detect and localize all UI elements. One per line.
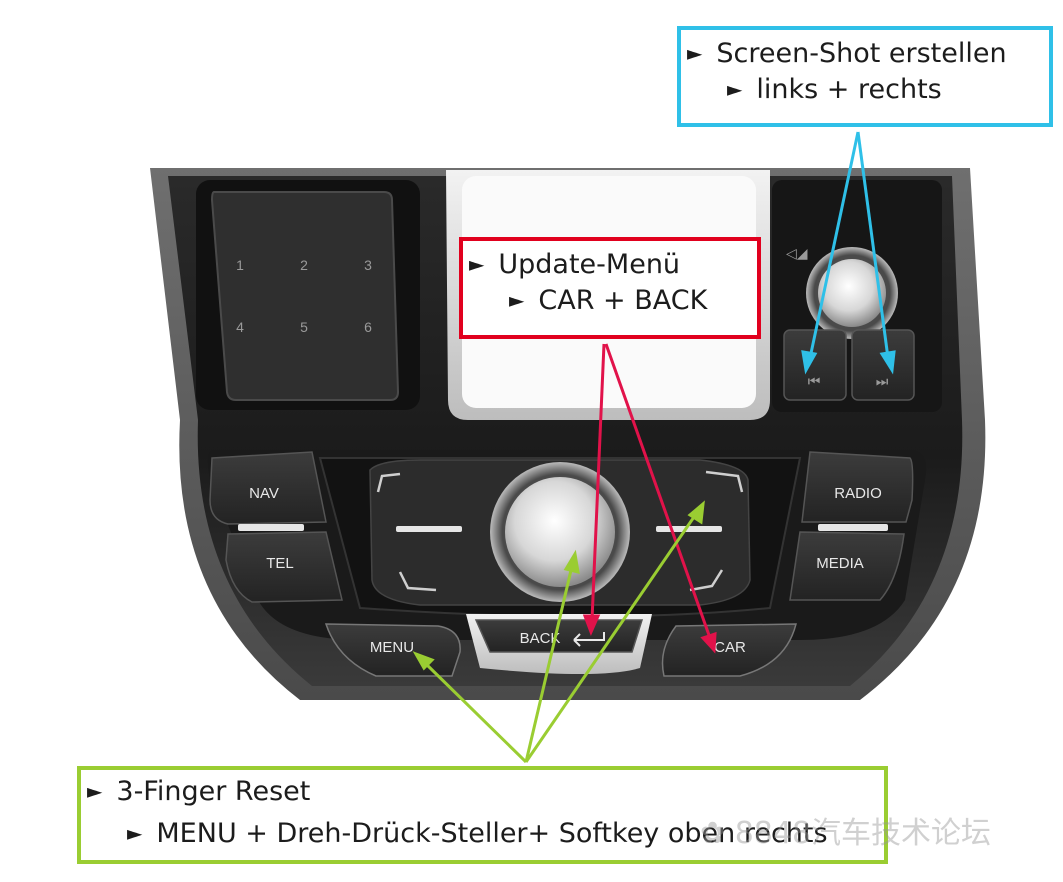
- softkey-top-left[interactable]: [376, 472, 401, 493]
- reset-arrows: [412, 500, 705, 764]
- media-button[interactable]: [789, 531, 905, 601]
- menu-label: MENU: [370, 639, 414, 656]
- callout-screenshot: ►Screen-Shot erstellen ►links + rechts: [677, 26, 1053, 127]
- keypad-digit-2: 2: [300, 257, 308, 273]
- touchpad-digits: 1 2 3 4 5 6: [236, 257, 372, 335]
- screenshot-arrows: [801, 131, 896, 375]
- tel-button[interactable]: [225, 531, 343, 603]
- softkey-bottom-right[interactable]: [689, 569, 724, 592]
- softkey-right-bar: [656, 526, 722, 532]
- keypad-digit-3: 3: [364, 257, 372, 273]
- car-label: CAR: [714, 639, 746, 656]
- callout-update-detail: ►CAR + BACK: [509, 285, 708, 316]
- softkey-left-bar: [396, 526, 462, 532]
- next-track-button[interactable]: [851, 329, 915, 401]
- media-label: MEDIA: [816, 555, 864, 572]
- rotary-knob[interactable]: [505, 477, 615, 587]
- keypad-digit-5: 5: [300, 319, 308, 335]
- car-button[interactable]: [661, 623, 797, 677]
- radio-button[interactable]: [801, 451, 914, 523]
- watermark: ✿ 8848汽车技术论坛: [700, 816, 992, 851]
- next-track-icon: ⏭: [876, 373, 889, 389]
- callout-reset-title: ►3-Finger Reset: [87, 776, 311, 807]
- callout-screenshot-detail: ►links + rechts: [727, 74, 942, 105]
- keypad-digit-1: 1: [236, 257, 244, 273]
- tel-label: TEL: [266, 555, 294, 572]
- back-label: BACK: [520, 630, 561, 647]
- callout-screenshot-title: ►Screen-Shot erstellen: [687, 38, 1007, 69]
- update-arrows: [582, 343, 717, 654]
- callout-update-menu: ►Update-Menü ►CAR + BACK: [459, 237, 761, 339]
- keypad-digit-4: 4: [236, 319, 244, 335]
- nav-tel-divider: [238, 524, 304, 531]
- radio-label: RADIO: [834, 485, 882, 502]
- volume-knob: [818, 259, 886, 327]
- nav-button[interactable]: [209, 451, 327, 525]
- callout-3-finger-reset: ►3-Finger Reset ►MENU + Dreh-Drück-Stell…: [77, 766, 888, 864]
- wechat-icon: ✿: [700, 816, 735, 851]
- callout-reset-detail: ►MENU + Dreh-Drück-Steller+ Softkey oben…: [127, 818, 828, 849]
- nav-label: NAV: [249, 485, 279, 502]
- callout-update-title: ►Update-Menü: [469, 249, 681, 280]
- prev-track-icon: ⏮: [808, 373, 821, 389]
- keypad-digit-6: 6: [364, 319, 372, 335]
- touchpad: [210, 191, 400, 401]
- radio-media-divider: [818, 524, 888, 531]
- volume-icon: ◁◢: [786, 245, 808, 261]
- softkey-bottom-left[interactable]: [398, 571, 437, 592]
- back-arrow-icon: [573, 632, 605, 647]
- softkey-top-right[interactable]: [705, 470, 744, 493]
